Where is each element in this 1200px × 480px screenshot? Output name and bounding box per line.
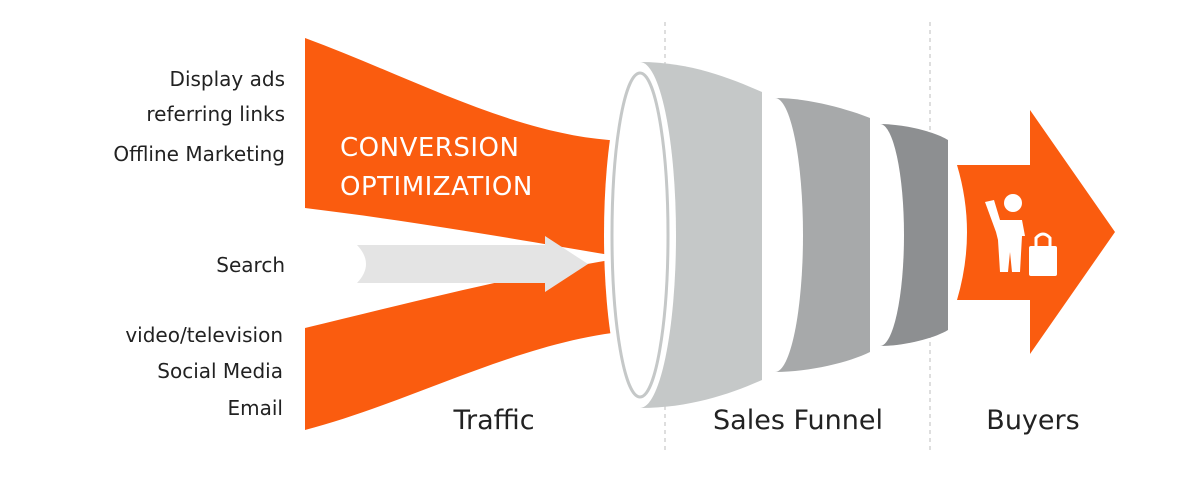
stage-buyers-label: Buyers [986, 405, 1079, 436]
banner-line-2: OPTIMIZATION [340, 172, 533, 202]
source-search: Search [216, 253, 285, 277]
source-video-television: video/television [125, 323, 283, 347]
banner-line-1: CONVERSION [340, 133, 519, 163]
source-email: Email [228, 396, 284, 420]
traffic-stream [305, 38, 655, 430]
source-social-media: Social Media [157, 359, 283, 383]
buyers-arrow [957, 110, 1115, 354]
source-offline-marketing: Offline Marketing [113, 142, 285, 166]
stage-sales-funnel-label: Sales Funnel [713, 405, 883, 436]
stage-traffic-label: Traffic [452, 405, 534, 436]
source-referring-links: referring links [146, 102, 285, 126]
source-display-ads: Display ads [170, 67, 285, 91]
funnel-mouth [610, 71, 670, 399]
search-arrow-icon [357, 236, 588, 292]
shopper-with-bag-icon [985, 194, 1057, 276]
